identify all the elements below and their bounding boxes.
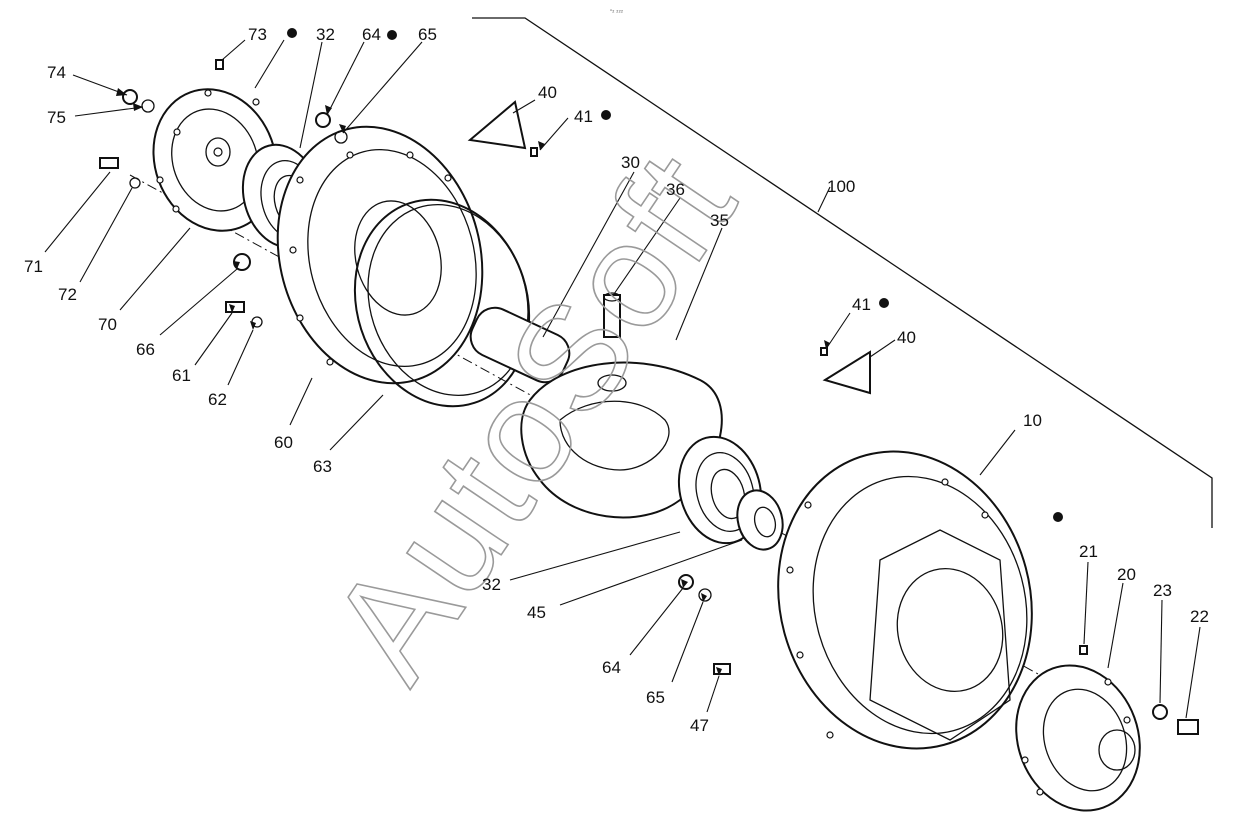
plate-40-top — [467, 100, 527, 150]
callout-75: 75 — [47, 108, 66, 127]
callout-72: 72 — [58, 285, 77, 304]
callout-62: 62 — [208, 390, 227, 409]
leader-arrowheads — [116, 88, 830, 676]
collar-45 — [736, 489, 784, 551]
reference-marker-icon — [287, 28, 297, 38]
callout-labels: 74 75 73 32 64 65 71 72 70 66 61 62 60 6… — [24, 25, 1209, 735]
callout-65-lower: 65 — [646, 688, 665, 707]
callout-10: 10 — [1023, 411, 1042, 430]
reference-marker-icon — [879, 298, 889, 308]
callout-20: 20 — [1117, 565, 1136, 584]
callout-64-top: 64 — [362, 25, 381, 44]
reference-marker-icon — [601, 110, 611, 120]
callout-74: 74 — [47, 63, 66, 82]
housing-10 — [777, 450, 1033, 750]
callout-73: 73 — [248, 25, 267, 44]
leader-lines — [44, 39, 1201, 719]
callout-65-top: 65 — [418, 25, 437, 44]
reference-markers — [287, 28, 1063, 522]
callout-30: 30 — [621, 153, 640, 172]
reference-marker-icon — [1053, 512, 1063, 522]
callout-36: 36 — [666, 180, 685, 199]
callout-100: 100 — [827, 177, 855, 196]
callout-47: 47 — [690, 716, 709, 735]
callout-35: 35 — [710, 211, 729, 230]
callout-71: 71 — [24, 257, 43, 276]
reference-marker-icon — [387, 30, 397, 40]
callout-64-lower: 64 — [602, 658, 621, 677]
callout-23: 23 — [1153, 581, 1172, 600]
callout-32-top: 32 — [316, 25, 335, 44]
callout-32-lower: 32 — [482, 575, 501, 594]
callout-21: 21 — [1079, 542, 1098, 561]
end-cover-20 — [1015, 664, 1141, 812]
plate-40-right — [822, 350, 871, 395]
bolt-36 — [603, 292, 621, 338]
callout-60: 60 — [274, 433, 293, 452]
header-mark: ▫₂ ₂₂₂ — [610, 8, 624, 14]
callout-45: 45 — [527, 603, 546, 622]
callout-66: 66 — [136, 340, 155, 359]
callout-63: 63 — [313, 457, 332, 476]
assembly-frame-line — [472, 17, 1213, 528]
callout-40-top: 40 — [538, 83, 557, 102]
callout-22: 22 — [1190, 607, 1209, 626]
callout-40-right: 40 — [897, 328, 916, 347]
callout-61: 61 — [172, 366, 191, 385]
callout-70: 70 — [98, 315, 117, 334]
callout-41-right: 41 — [852, 295, 871, 314]
callout-41-top: 41 — [574, 107, 593, 126]
